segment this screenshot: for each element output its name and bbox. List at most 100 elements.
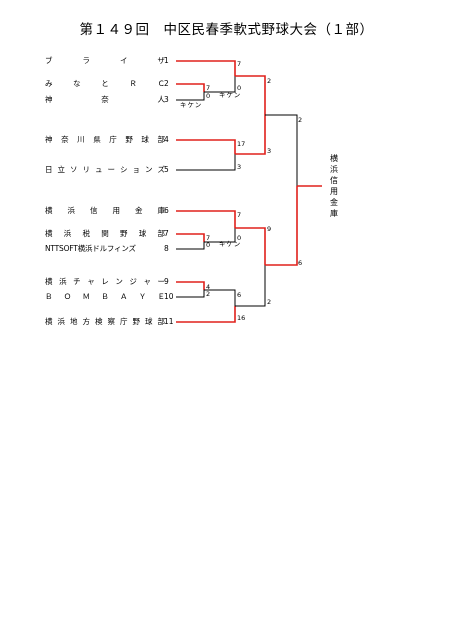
score: 2 [298, 116, 303, 124]
team-name: NTTSOFT横浜ドルフィンズ [45, 244, 136, 253]
team-name-part: 金 [135, 206, 143, 215]
team-name-part: ブ [45, 56, 53, 65]
bracket-line [235, 227, 266, 265]
team-name-part: ン [115, 277, 123, 286]
score: 4 [206, 283, 211, 291]
team-name-part: 庁 [120, 317, 128, 326]
team-name-part: 横 [45, 317, 53, 326]
team-name: 横浜地方検察庁野球部 [45, 316, 169, 328]
team-row: 横浜信用金庫 [45, 205, 169, 217]
score: 6 [298, 259, 303, 267]
team-name-part: ジ [129, 277, 137, 286]
team-seed: 6 [164, 206, 169, 215]
team-name-part: ー [107, 165, 116, 174]
team-row: ブライザ [45, 55, 169, 67]
bracket-line [176, 60, 236, 76]
team-name-part: Ｏ [63, 292, 72, 301]
team-row: NTTSOFT横浜ドルフィンズ [45, 243, 169, 255]
bracket-line [176, 290, 205, 298]
team-name-part: 浜 [63, 229, 72, 238]
champion-name: 横浜信用金庫 [330, 154, 338, 218]
team-name: 神奈川県庁野球部 [45, 134, 169, 146]
team-name-part: シ [120, 165, 128, 174]
team-name-part: 税 [82, 229, 91, 238]
team-name-part: 奈 [61, 135, 69, 144]
team-name-part: 浜 [57, 317, 66, 326]
team-name-part: 部 [157, 229, 166, 238]
team-seed: 10 [164, 292, 174, 301]
team-name-part: 球 [138, 229, 147, 238]
team-name-part: Ｍ [82, 292, 91, 301]
bracket-line [204, 76, 236, 93]
team-name-part: 部 [157, 135, 165, 144]
team-seed: 8 [164, 244, 169, 253]
team-name-part: Ｂ [101, 292, 109, 301]
bracket-line [204, 228, 236, 243]
team-name-part: 察 [107, 317, 116, 326]
team-name-part: 浜 [67, 206, 76, 215]
team-name: 横浜チャレンジャー [45, 276, 169, 288]
bracket-line [235, 75, 266, 115]
team-name-part: 立 [57, 165, 66, 174]
bracket-line [235, 115, 266, 155]
forfeit-note: キケン [219, 240, 242, 248]
team-name-part: ュ [95, 165, 103, 174]
team-name-part: ャ [87, 277, 95, 286]
team-name-part: 庫 [157, 206, 166, 215]
team-name: 横浜信用金庫 [45, 205, 169, 217]
bracket-line [176, 242, 205, 250]
team-name-part: 関 [101, 229, 109, 238]
team-name-part: 部 [157, 317, 166, 326]
team-name-part: 用 [112, 206, 121, 215]
team-name-part: 球 [141, 135, 149, 144]
team-name-part: 日 [45, 165, 53, 174]
team-name-part: ザ [157, 56, 166, 65]
team-name-part: 信 [90, 206, 98, 215]
team-name-part: 方 [82, 317, 91, 326]
team-row: 神奈川県庁野球部 [45, 134, 169, 146]
team-name: ブライザ [45, 55, 169, 67]
team-name: 神奈人 [45, 94, 169, 106]
team-name-part: ー [157, 277, 166, 286]
team-name-part: イ [120, 56, 128, 65]
team-name-part: チ [73, 277, 81, 286]
team-row: 横浜チャレンジャー [45, 276, 169, 288]
score: 3 [267, 147, 272, 155]
team-name-part: 野 [132, 317, 141, 326]
team-seed: 9 [164, 277, 169, 286]
score: 7 [237, 60, 242, 68]
team-name-part: 川 [77, 135, 85, 144]
team-name-part: ン [145, 165, 153, 174]
team-name-part: 県 [93, 135, 101, 144]
score: 3 [237, 163, 242, 171]
team-row: 日立ソリューションズ [45, 164, 169, 176]
bracket-line [176, 154, 236, 171]
team-name-part: Ｒ [129, 79, 137, 88]
team-name-part: Ｙ [138, 292, 147, 301]
team-row: 神奈人 [45, 94, 169, 106]
score: 0 [237, 234, 242, 242]
team-seed: 3 [164, 95, 169, 104]
team-name-part: 地 [70, 317, 78, 326]
team-name-part: Ｅ [157, 292, 166, 301]
bracket-line [176, 233, 205, 242]
score: 2 [267, 77, 272, 85]
bracket-line [265, 114, 298, 186]
team-seed: 4 [164, 135, 169, 144]
team-name-part: み [45, 79, 53, 88]
team-name-part: Ｃ [157, 79, 166, 88]
team-row: 横浜税関野球部 [45, 228, 169, 240]
team-name-part: 横 [45, 229, 53, 238]
score: 2 [206, 290, 211, 298]
team-name-part: 人 [157, 95, 166, 104]
team-name-part: リ [82, 165, 91, 174]
team-name-part: 横 [45, 277, 53, 286]
bracket-line [176, 83, 205, 92]
team-name-part: 奈 [101, 95, 109, 104]
team-name-part: レ [101, 277, 109, 286]
forfeit-note: キケン [180, 101, 203, 109]
team-row: 横浜地方検察庁野球部 [45, 316, 169, 328]
team-name-part: 野 [120, 229, 128, 238]
